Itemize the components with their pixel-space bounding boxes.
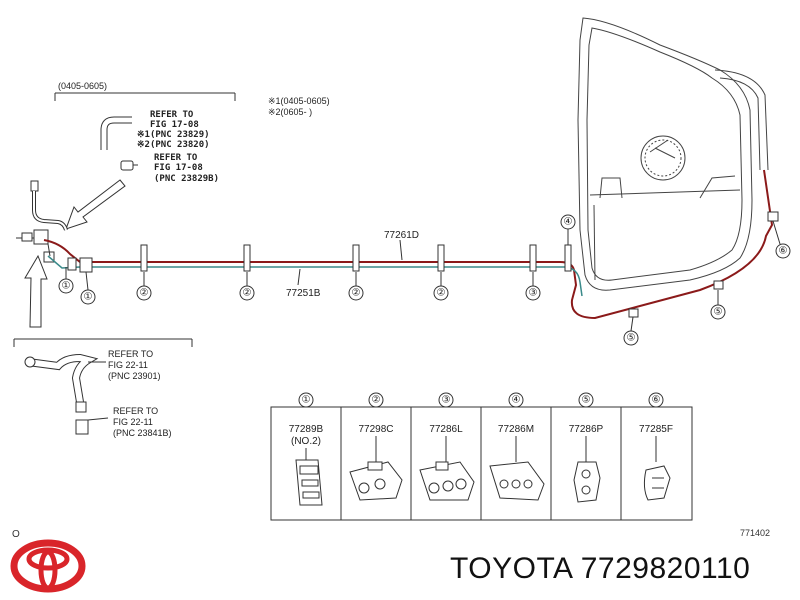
clip-77286m-icon	[489, 461, 545, 501]
table-num: ④	[512, 395, 521, 406]
pointer-arrow-bottom	[24, 254, 48, 328]
parts-table	[270, 406, 693, 521]
clip-77286p-icon	[573, 461, 601, 503]
hose-sketch-icon	[100, 116, 132, 150]
callout-2a: ②	[140, 288, 149, 299]
callout-2c: ②	[352, 288, 361, 299]
callout-leaders	[65, 220, 781, 332]
table-part-number: 77285F	[639, 424, 673, 435]
table-part-note: (NO.2)	[291, 436, 321, 447]
table-num: ②	[372, 395, 381, 406]
refer-top-line7: (PNC 23829B)	[154, 174, 219, 184]
table-num: ③	[442, 395, 451, 406]
parts-table-cells: ① 77289B(NO.2) ② 77298C ③ 77286L ④ 77286M ⑤ 77286…	[289, 392, 673, 462]
table-num: ⑥	[652, 395, 661, 406]
refer-bottom-bracket	[13, 338, 193, 347]
pointer-arrow-top	[65, 179, 126, 230]
date-range-label: (0405-0605)	[58, 81, 107, 91]
small-marker-text: O	[12, 529, 20, 540]
table-part-number: 77286L	[429, 424, 463, 435]
refer-bottom-b2: FIG 22-11	[113, 417, 153, 427]
callout-4: ④	[564, 217, 573, 228]
note-2: ※2(0605- )	[268, 107, 312, 117]
refer-bottom-a1: REFER TO	[108, 349, 153, 359]
callout-1b: ①	[84, 292, 93, 303]
table-num: ①	[302, 395, 311, 406]
refer-bottom-a2: FIG 22-11	[108, 360, 148, 370]
refer-bottom-a3: (PNC 23901)	[108, 371, 161, 381]
callout-6: ⑥	[779, 246, 788, 257]
refer-top-line1: REFER TO	[150, 110, 194, 120]
tube-label-upper: 77261D	[384, 230, 419, 241]
callout-5b: ⑤	[627, 333, 636, 344]
brand-part-number: TOYOTA 7729820110	[450, 552, 751, 585]
refer-top-line5: REFER TO	[154, 153, 198, 163]
callout-2d: ②	[437, 288, 446, 299]
table-part-number: 77286M	[498, 424, 534, 435]
brake-tube-red	[43, 169, 774, 320]
table-num-circle	[438, 392, 454, 408]
brake-tube-teal	[47, 255, 583, 297]
date-range-bracket	[54, 92, 236, 101]
callout-5a: ⑤	[714, 307, 723, 318]
table-part-number: 77286P	[569, 424, 604, 435]
clip-77298c-icon	[349, 461, 403, 501]
table-num-circle	[298, 392, 314, 408]
refer-top-line2: FIG 17-08	[150, 120, 199, 130]
table-part-number: 77298C	[358, 424, 393, 435]
figure-code: 771402	[740, 528, 771, 538]
tube-label-lower: 77251B	[286, 288, 321, 299]
callout-3: ③	[529, 288, 538, 299]
clip-77289b-icon	[295, 459, 323, 506]
refer-bottom-b3: (PNC 23841B)	[113, 428, 172, 438]
table-num: ⑤	[582, 395, 591, 406]
callout-2b: ②	[243, 288, 252, 299]
tube-clamps	[67, 211, 779, 318]
table-num-circle	[648, 392, 664, 408]
clip-77286l-icon	[419, 461, 475, 501]
table-num-circle	[368, 392, 384, 408]
refer-top-line3: ※1(PNC 23829)	[137, 130, 210, 140]
refer-bottom-b1: REFER TO	[113, 406, 158, 416]
vacuum-hose-icon	[24, 353, 109, 435]
vehicle-body-outline	[577, 17, 769, 291]
refer-top-line4: ※2(PNC 23820)	[137, 140, 210, 150]
toyota-logo	[10, 539, 86, 593]
callout-1a: ①	[62, 281, 71, 292]
clip-sketch-icon	[120, 160, 138, 171]
table-num-circle	[508, 392, 524, 408]
note-1: ※1(0405-0605)	[268, 96, 330, 106]
table-num-circle	[578, 392, 594, 408]
refer-top-line6: FIG 17-08	[154, 163, 203, 173]
table-part-number: 77289B	[289, 424, 324, 435]
callout-markers	[58, 214, 791, 346]
clip-77285f-icon	[643, 465, 671, 501]
connector-assembly-icon	[16, 180, 68, 263]
